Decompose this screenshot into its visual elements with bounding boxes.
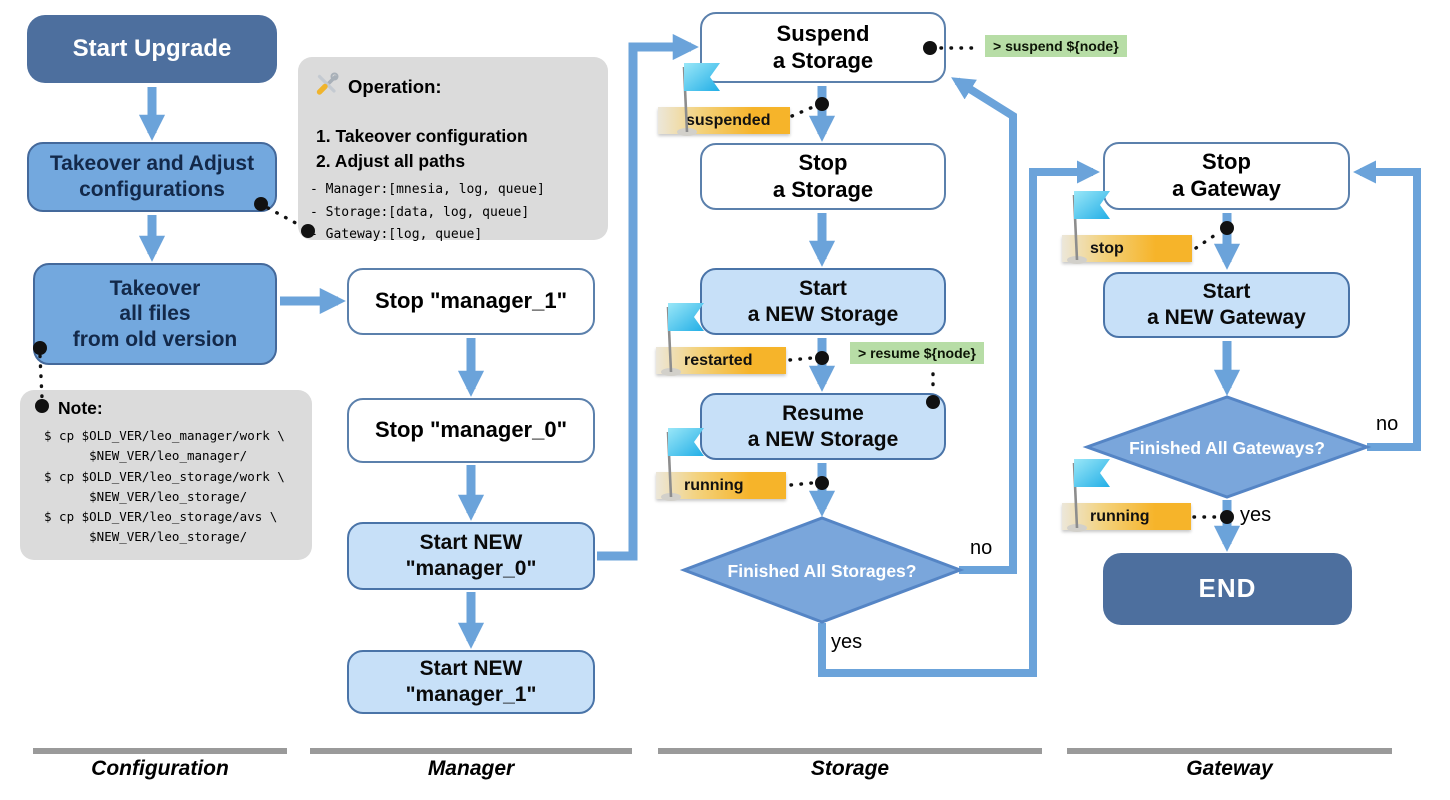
- flag-label-running-storage: running: [656, 472, 786, 499]
- flow-arrows: [138, 33, 1421, 677]
- flag-icon: [1066, 455, 1112, 538]
- lane-label-storage: Storage: [810, 757, 890, 780]
- start-manager0-node: Start NEW "manager_0": [347, 522, 595, 590]
- file-note-commands: $ cp $OLD_VER/leo_manager/work \ $NEW_VE…: [44, 428, 285, 545]
- file-note-title: Note:: [58, 398, 103, 418]
- gateway-decision-diamond: [1082, 395, 1372, 499]
- stop-manager1-node: Stop "manager_1": [347, 268, 595, 335]
- start-upgrade-node: Start Upgrade: [27, 15, 277, 83]
- gateway-yes-label: yes: [1240, 504, 1272, 526]
- lane-bar-gateway: [1067, 748, 1392, 754]
- lane-bar-storage: [658, 748, 1042, 754]
- lane-bar-manager: [310, 748, 632, 754]
- stop-manager0-node: Stop "manager_0": [347, 398, 595, 463]
- operation-note-title: Operation:: [348, 75, 442, 97]
- storage-yes-label: yes: [831, 631, 863, 653]
- arrow-storage-yes-to-gateway: [818, 160, 1100, 677]
- operation-paths: - Manager:[mnesia, log, queue] - Storage…: [310, 181, 545, 243]
- operation-note: Operation: 1. Takeover configuration 2. …: [298, 57, 608, 242]
- takeover-adjust-node: Takeover and Adjust configurations: [27, 142, 277, 212]
- start-gateway-node: Start a NEW Gateway: [1103, 272, 1350, 338]
- arrow-manager-to-suspend: [597, 33, 699, 561]
- storage-no-label: no: [970, 537, 993, 559]
- arrow-gateway-no-loop: [1353, 160, 1421, 451]
- stop-storage-node: Stop a Storage: [700, 143, 946, 210]
- storage-decision-diamond: [679, 516, 965, 624]
- lane-bar-configuration: [33, 748, 287, 754]
- stop-gateway-node: Stop a Gateway: [1103, 142, 1350, 210]
- lane-label-configuration: Configuration: [91, 757, 229, 780]
- suspend-storage-node: Suspend a Storage: [700, 12, 946, 83]
- suspend-command-label: > suspend ${node}: [985, 35, 1127, 57]
- lane-label-manager: Manager: [427, 757, 515, 780]
- file-copy-note: Note: $ cp $OLD_VER/leo_manager/work \ $…: [20, 390, 312, 560]
- start-manager1-node: Start NEW "manager_1": [347, 650, 595, 714]
- resume-command-label: > resume ${node}: [850, 342, 984, 364]
- flag-icon: [1066, 187, 1112, 270]
- gateway-decision-label: Finished All Gateways?: [1129, 438, 1325, 458]
- end-node: END: [1103, 553, 1352, 625]
- flag-icon: [660, 299, 706, 382]
- gateway-no-label: no: [1376, 413, 1399, 435]
- arrow-storage-no-loop: [951, 77, 1017, 574]
- resume-storage-node: Resume a NEW Storage: [700, 393, 946, 460]
- takeover-files-node: Takeover all files from old version: [33, 263, 277, 365]
- lane-label-gateway: Gateway: [1186, 757, 1273, 780]
- flag-icon: [660, 424, 706, 507]
- start-storage-node: Start a NEW Storage: [700, 268, 946, 335]
- flag-icon: [676, 59, 722, 142]
- operation-steps: 1. Takeover configuration 2. Adjust all …: [316, 126, 528, 172]
- storage-decision-label: Finished All Storages?: [727, 561, 917, 581]
- hammer-wrench-icon: [314, 71, 340, 102]
